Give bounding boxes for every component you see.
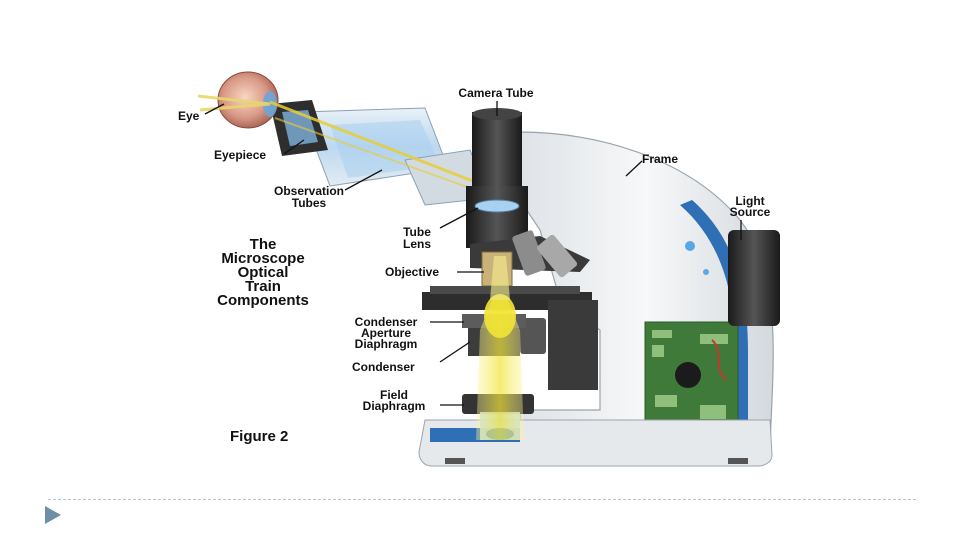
circuit-components: [652, 330, 728, 419]
frame-indicator-light: [685, 241, 695, 251]
camera-tube: [466, 108, 528, 248]
label-condenser-aperture-line3: Diaphragm: [355, 337, 418, 351]
leader-frame: [625, 160, 643, 177]
label-field-diaphragm-line1: Field: [380, 388, 408, 402]
light-source-housing: [728, 230, 780, 326]
label-tube-lens-line2: Lens: [403, 237, 431, 251]
leader-eyepiece: [283, 139, 305, 155]
label-light-source-line2: Source: [730, 205, 771, 219]
label-condenser-aperture-line2: Aperture: [361, 326, 411, 340]
title-line: Optical: [238, 264, 289, 281]
eyepiece: [270, 100, 328, 156]
illumination-beam: [476, 256, 524, 440]
frame-indicator-light: [703, 269, 709, 275]
figure-caption: Figure 2: [230, 428, 288, 445]
bullet-arrow-icon: [45, 506, 61, 524]
circuit-wire: [711, 339, 727, 381]
tube-lens: [474, 199, 520, 213]
label-camera-tube: Camera Tube: [458, 86, 533, 100]
title-line: The: [250, 236, 277, 253]
label-field-diaphragm-line2: Diaphragm: [363, 399, 426, 413]
footer-divider: [48, 499, 916, 500]
leader-eye: [204, 103, 225, 115]
label-frame: Frame: [642, 152, 678, 166]
leader-condenser: [439, 341, 471, 363]
base-foot: [728, 458, 748, 464]
leader-observation-tubes: [344, 169, 383, 191]
label-objective: Objective: [385, 265, 439, 279]
title-line: Train: [245, 278, 281, 295]
label-observation-tubes-line1: Observation: [274, 184, 344, 198]
label-condenser-aperture-line1: Condenser: [355, 315, 418, 329]
base-foot: [445, 458, 465, 464]
label-condenser: Condenser: [352, 360, 415, 374]
leader-tube-lens: [439, 207, 479, 229]
title-line: Microscope: [221, 250, 304, 267]
diagram-title: The Microscope Optical Train Components: [217, 236, 309, 309]
circuit-fan: [675, 362, 701, 388]
label-tube-lens-line1: Tube: [403, 225, 431, 239]
microscope-base: [418, 419, 773, 467]
eye-illustration: [197, 71, 279, 129]
label-light-source-line1: Light: [735, 194, 764, 208]
label-eye: Eye: [178, 109, 200, 123]
title-line: Components: [217, 292, 309, 309]
label-observation-tubes-line2: Tubes: [292, 196, 327, 210]
label-eyepiece: Eyepiece: [214, 148, 266, 162]
